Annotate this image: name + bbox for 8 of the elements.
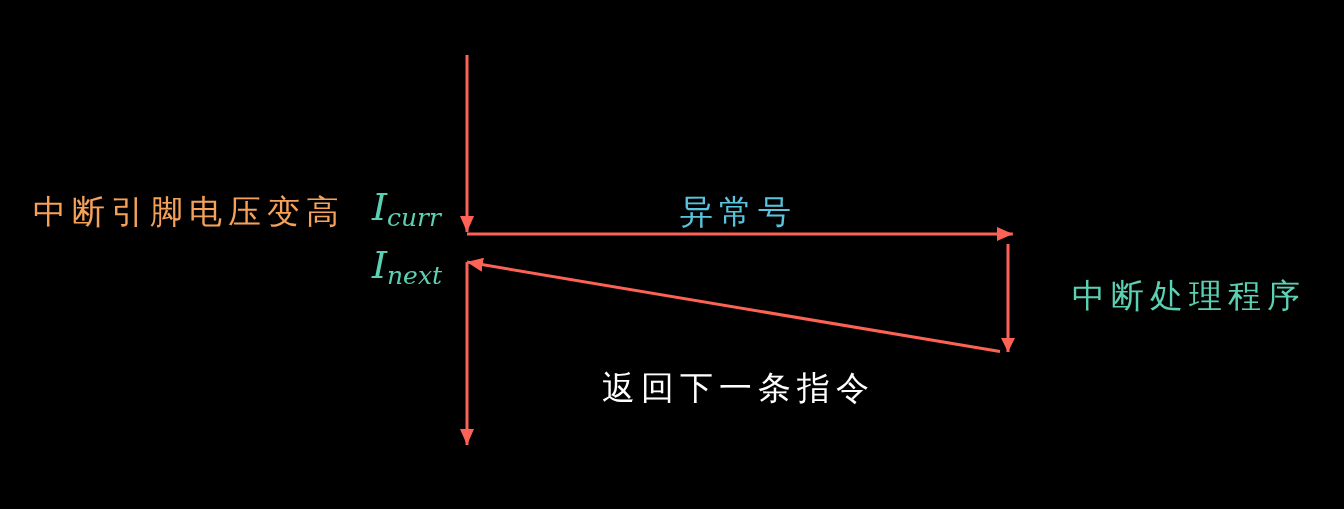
arrow [460,262,474,445]
handler-label: 中断处理程序 [1072,276,1306,316]
instruction-label: I$_{next}$ [372,246,443,288]
arrow [467,227,1013,241]
instruction-label: I$_{curr}$ [372,188,442,230]
event-note: 中断引脚电压变高 [33,192,345,232]
arrow [466,257,1001,354]
arrow [460,55,474,233]
